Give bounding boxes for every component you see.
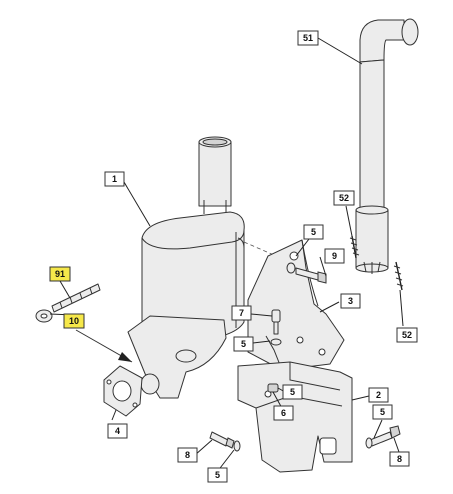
- callout-10: 10: [63, 313, 85, 329]
- callout-51: 51: [297, 30, 319, 46]
- callout-8-left: 8: [177, 447, 198, 463]
- bolt-8-left: [209, 431, 241, 452]
- silencer: [141, 136, 245, 345]
- callout-7: 7: [231, 305, 252, 321]
- bolt-91: [51, 283, 101, 313]
- svg-text:52: 52: [402, 330, 412, 340]
- nut-6: [267, 383, 279, 393]
- callout-6: 6: [273, 405, 294, 421]
- callout-5-nut: 5: [282, 384, 303, 400]
- svg-text:9: 9: [332, 251, 337, 261]
- svg-text:51: 51: [303, 33, 313, 43]
- svg-text:52: 52: [339, 193, 349, 203]
- bolt-8-right: [365, 425, 401, 449]
- svg-text:91: 91: [55, 269, 65, 279]
- callout-1: 1: [104, 171, 125, 187]
- flange-gasket: [103, 365, 143, 417]
- svg-text:6: 6: [281, 408, 286, 418]
- callout-2: 2: [368, 387, 389, 403]
- svg-text:2: 2: [376, 390, 381, 400]
- svg-text:8: 8: [397, 454, 402, 464]
- callout-5-right: 5: [372, 404, 393, 420]
- callout-3: 3: [340, 293, 361, 309]
- svg-text:7: 7: [239, 308, 244, 318]
- lower-bracket: [237, 361, 353, 473]
- callout-91: 91: [49, 266, 71, 282]
- svg-text:5: 5: [241, 339, 246, 349]
- washer-10: [35, 309, 53, 323]
- tail-pipe: [355, 18, 419, 274]
- svg-text:1: 1: [112, 174, 117, 184]
- silencer-inlet: [127, 315, 227, 399]
- callout-52-upper: 52: [333, 190, 355, 206]
- callout-5-top: 5: [303, 224, 324, 240]
- svg-text:3: 3: [348, 296, 353, 306]
- svg-text:10: 10: [69, 316, 79, 326]
- svg-text:5: 5: [290, 387, 295, 397]
- hidden-line: [243, 241, 291, 263]
- callout-8-right: 8: [389, 451, 410, 467]
- svg-text:5: 5: [311, 227, 316, 237]
- pipe-clamp-left: [349, 235, 360, 259]
- bolt-7: [270, 309, 282, 346]
- callout-4: 4: [107, 423, 128, 439]
- callout-5-bottom: 5: [207, 467, 228, 483]
- pipe-clamp-right: [393, 261, 404, 291]
- svg-text:5: 5: [380, 407, 385, 417]
- svg-text:8: 8: [185, 450, 190, 460]
- svg-text:5: 5: [215, 470, 220, 480]
- callout-52-lower: 52: [396, 327, 418, 343]
- callout-5-mid: 5: [233, 336, 254, 352]
- svg-text:4: 4: [115, 426, 120, 436]
- leader-lines: [49, 37, 404, 473]
- callout-9: 9: [324, 248, 345, 264]
- bolt-9: [286, 262, 327, 284]
- detail-arrow-head: [118, 352, 132, 362]
